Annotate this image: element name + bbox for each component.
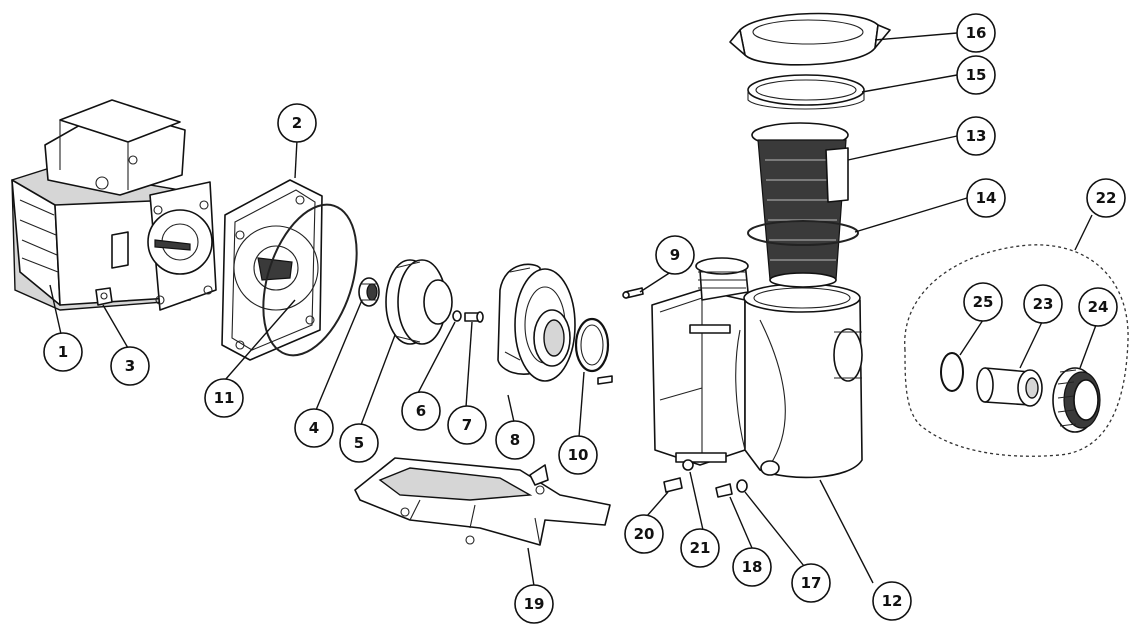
part-basket-o-ring — [747, 220, 859, 246]
callout-11: 11 — [204, 378, 244, 418]
callout-15: 15 — [956, 55, 996, 95]
callout-13: 13 — [956, 116, 996, 156]
part-impeller — [385, 259, 453, 345]
part-strainer-basket — [751, 122, 849, 288]
svg-text:18: 18 — [742, 558, 763, 576]
part-union-nut — [1052, 367, 1101, 433]
callout-3: 3 — [110, 346, 150, 386]
svg-text:8: 8 — [510, 431, 520, 449]
part-motor-bolt — [95, 287, 113, 306]
svg-text:13: 13 — [966, 127, 987, 145]
callout-12: 12 — [872, 581, 912, 621]
callout-2: 2 — [277, 103, 317, 143]
callout-24: 24 — [1078, 287, 1118, 327]
part-diffuser-screw-lower — [597, 375, 613, 385]
svg-text:14: 14 — [976, 189, 997, 207]
part-seal-plate-o-ring — [262, 203, 358, 357]
callout-16: 16 — [956, 13, 996, 53]
svg-text:23: 23 — [1033, 295, 1054, 313]
callout-18: 18 — [732, 547, 772, 587]
part-shaft-seal — [358, 277, 380, 307]
part-impeller-screw — [464, 311, 484, 323]
part-lid-o-ring — [747, 74, 865, 110]
callout-7: 7 — [447, 405, 487, 445]
svg-text:19: 19 — [524, 595, 545, 613]
callout-10: 10 — [558, 435, 598, 475]
callout-5: 5 — [339, 423, 379, 463]
part-drain-plug-right — [715, 483, 733, 498]
svg-text:25: 25 — [973, 293, 994, 311]
callout-4: 4 — [294, 408, 334, 448]
part-drain-o-ring — [736, 479, 748, 493]
callout-9: 9 — [655, 235, 695, 275]
callout-23: 23 — [1023, 284, 1063, 324]
svg-text:20: 20 — [634, 525, 655, 543]
svg-text:9: 9 — [670, 246, 680, 264]
svg-text:16: 16 — [966, 24, 987, 42]
part-seal-plate — [221, 179, 323, 361]
leader-lines — [49, 32, 1097, 587]
callout-22: 22 — [1086, 178, 1126, 218]
svg-text:6: 6 — [416, 402, 426, 420]
callout-6: 6 — [401, 391, 441, 431]
part-lid — [729, 12, 891, 66]
svg-text:1: 1 — [58, 343, 68, 361]
svg-text:11: 11 — [214, 389, 235, 407]
callout-19: 19 — [514, 584, 554, 624]
svg-text:10: 10 — [568, 446, 589, 464]
svg-text:7: 7 — [462, 416, 472, 434]
svg-text:4: 4 — [309, 419, 319, 437]
part-pump-housing — [651, 257, 863, 479]
part-diffuser-screw — [622, 287, 644, 299]
callout-17: 17 — [791, 563, 831, 603]
callout-21: 21 — [680, 528, 720, 568]
svg-text:21: 21 — [690, 539, 711, 557]
svg-text:15: 15 — [966, 66, 987, 84]
part-mounting-base — [354, 457, 611, 546]
svg-text:5: 5 — [354, 434, 364, 452]
svg-text:22: 22 — [1096, 189, 1117, 207]
callout-25: 25 — [963, 282, 1003, 322]
callout-14: 14 — [966, 178, 1006, 218]
union-kit-group — [904, 244, 1129, 457]
part-impeller-washer — [452, 310, 462, 322]
svg-text:12: 12 — [882, 592, 903, 610]
callout-8: 8 — [495, 420, 535, 460]
svg-text:17: 17 — [801, 574, 822, 592]
part-diffuser-o-ring — [574, 317, 610, 373]
part-drain-plug-left — [663, 477, 683, 493]
svg-text:24: 24 — [1088, 298, 1109, 316]
part-union-tail — [976, 367, 1043, 407]
callout-20: 20 — [624, 514, 664, 554]
svg-text:3: 3 — [125, 357, 135, 375]
part-motor — [11, 99, 217, 311]
part-diffuser — [497, 263, 576, 382]
callout-1: 1 — [43, 332, 83, 372]
part-drain-o-ring-left — [682, 459, 694, 471]
svg-text:2: 2 — [292, 114, 302, 132]
part-union-o-ring — [940, 352, 964, 392]
